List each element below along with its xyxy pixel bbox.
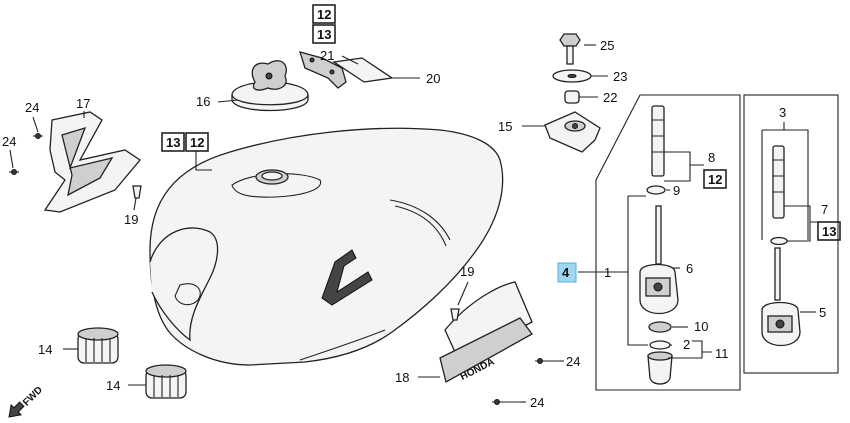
- bolt: [559, 33, 581, 65]
- callout-25: 25: [600, 38, 614, 53]
- alt-petcock-outline: [743, 94, 839, 374]
- svg-text:12: 12: [190, 135, 204, 150]
- callout-14: 14: [38, 342, 52, 357]
- box-12-petcock: 12: [703, 169, 727, 189]
- callout-2: 2: [683, 337, 690, 352]
- callout-19: 19: [460, 264, 474, 279]
- callout-16: 16: [196, 94, 210, 109]
- callout-24: 24: [2, 134, 16, 149]
- callout-19: 19: [124, 212, 138, 227]
- mounting-bracket: [544, 111, 601, 153]
- callout-23: 23: [613, 69, 627, 84]
- fwd-arrow: FWD: [8, 385, 45, 418]
- o-ring-2: [649, 340, 671, 350]
- callout-17: 17: [76, 96, 90, 111]
- screw-24-d: [492, 399, 520, 405]
- svg-text:12: 12: [708, 172, 722, 187]
- alt-o-ring: [770, 236, 788, 246]
- highlight-box-4: 4: [557, 262, 577, 283]
- strainer-pipe: [651, 105, 665, 177]
- box-12-tank: 12: [185, 132, 209, 152]
- callout-6: 6: [686, 261, 693, 276]
- callout-14: 14: [106, 378, 120, 393]
- box-13-tank: 13: [161, 132, 185, 152]
- callout-10: 10: [694, 319, 708, 334]
- clip-19-right: [450, 308, 460, 321]
- callout-labels: 24 24 17 19 16 21 20 25 23 22 15 14 14 1…: [2, 38, 828, 410]
- washer-hole: [567, 74, 577, 78]
- callout-22: 22: [603, 90, 617, 105]
- alt-strainer-pipe: [772, 145, 785, 219]
- box-13-top: 13: [312, 24, 336, 44]
- fwd-label: FWD: [21, 385, 45, 409]
- callout-21: 21: [320, 48, 334, 63]
- rubber-damper-lower: [145, 364, 187, 399]
- svg-text:12: 12: [317, 7, 331, 22]
- callout-18: 18: [395, 370, 409, 385]
- sediment-cup: [647, 351, 673, 385]
- right-emblem: HONDA: [439, 281, 533, 383]
- callout-15: 15: [498, 119, 512, 134]
- o-ring-9: [646, 185, 666, 195]
- callout-5: 5: [819, 305, 826, 320]
- svg-text:13: 13: [166, 135, 180, 150]
- boxed-labels: 12 13 13 12 12 13 4: [161, 4, 841, 283]
- leader-lines: [9, 44, 818, 403]
- fuel-tank: [149, 127, 504, 366]
- callout-8: 8: [708, 150, 715, 165]
- screw-24-b: [9, 169, 19, 175]
- box-13-right: 13: [817, 221, 841, 241]
- fuel-cap: [231, 60, 309, 112]
- callout-7: 7: [821, 202, 828, 217]
- callout-1: 1: [604, 265, 611, 280]
- screw-24-a: [33, 133, 43, 139]
- svg-text:4: 4: [562, 265, 570, 280]
- fuel-pipe: [655, 205, 662, 265]
- svg-text:13: 13: [822, 224, 836, 239]
- callout-11: 11: [715, 346, 729, 361]
- alt-petcock-body: [761, 247, 801, 346]
- callout-3: 3: [779, 105, 786, 120]
- left-emblem: [43, 111, 141, 213]
- rubber-damper-upper: [77, 327, 119, 364]
- callout-24: 24: [25, 100, 39, 115]
- callout-24: 24: [530, 395, 544, 410]
- box-12-top: 12: [312, 4, 336, 24]
- callout-9: 9: [673, 183, 680, 198]
- collar: [564, 90, 580, 104]
- callout-20: 20: [426, 71, 440, 86]
- gasket-10: [648, 321, 672, 333]
- petcock-group-outline: [595, 94, 741, 391]
- screw-24-c: [535, 358, 560, 364]
- cap-hinge: [299, 51, 347, 89]
- svg-text:13: 13: [317, 27, 331, 42]
- callout-24: 24: [566, 354, 580, 369]
- petcock-body: [639, 263, 679, 314]
- clip-19-left: [132, 185, 142, 199]
